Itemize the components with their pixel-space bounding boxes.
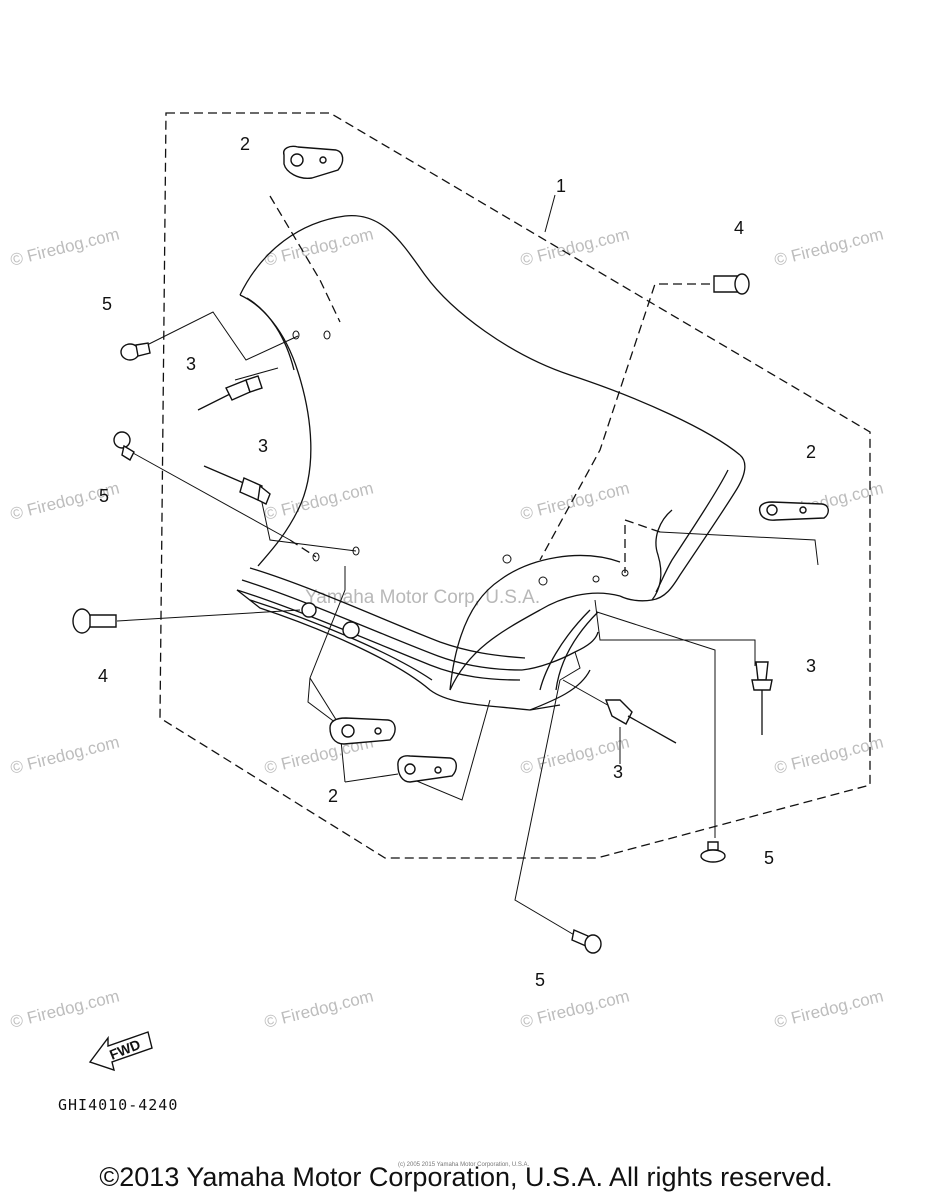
bracket-bottom-right <box>397 755 457 783</box>
fwd-arrow-icon: FWD <box>88 1031 153 1072</box>
leader-lines <box>116 194 819 937</box>
screw-lower-right <box>700 841 726 863</box>
watermark: © Firedog.com <box>8 986 121 1031</box>
callout-5: 5 <box>764 848 774 868</box>
callout-3: 3 <box>186 354 196 374</box>
watermark: © Firedog.com <box>8 224 121 269</box>
rivet-upper-left <box>197 375 263 411</box>
bracket-bottom-left <box>329 717 396 745</box>
watermark: © Firedog.com <box>518 986 631 1031</box>
watermark: © Firedog.com <box>518 224 631 269</box>
rivet-right-vertical <box>751 661 773 735</box>
screw-middle-left <box>113 431 135 462</box>
bracket-right <box>758 501 829 521</box>
watermark: © Firedog.com <box>518 478 631 523</box>
fine-print: (c) 2005 2015 Yamaha Motor Corporation, … <box>398 1162 530 1168</box>
fwd-label: FWD <box>107 1036 143 1063</box>
callout-2: 2 <box>240 134 250 154</box>
callout-2: 2 <box>328 786 338 806</box>
callout-5: 5 <box>99 486 109 506</box>
rivet-lower-right <box>604 699 677 744</box>
callout-4: 4 <box>98 666 108 686</box>
rivet-middle-left <box>203 465 271 505</box>
watermark: © Firedog.com <box>262 478 375 523</box>
watermark: © Firedog.com <box>772 732 885 777</box>
screw-upper-left <box>120 342 151 361</box>
callouts: 1 2 2 2 3 3 3 3 4 4 5 5 5 5 <box>98 134 816 990</box>
callout-5: 5 <box>535 970 545 990</box>
assembly-boundary <box>159 112 871 859</box>
watermark: © Firedog.com <box>262 224 375 269</box>
callout-2: 2 <box>806 442 816 462</box>
watermark: © Firedog.com <box>772 986 885 1031</box>
diagram-code: GHI4010-4240 <box>58 1096 178 1114</box>
callout-3: 3 <box>258 436 268 456</box>
callout-3: 3 <box>613 762 623 782</box>
center-watermark: Yamaha Motor Corp, U.S.A. <box>305 587 540 608</box>
bracket-top <box>283 145 344 179</box>
callout-1: 1 <box>556 176 566 196</box>
windshield <box>236 215 746 711</box>
watermark: © Firedog.com <box>8 732 121 777</box>
screw-right-top <box>713 273 750 295</box>
watermark: © Firedog.com <box>772 224 885 269</box>
screw-left-long <box>72 608 117 634</box>
screw-bottom <box>571 929 602 954</box>
callout-4: 4 <box>734 218 744 238</box>
watermark: © Firedog.com <box>262 986 375 1031</box>
mounting-holes <box>292 330 629 639</box>
copyright: ©2013 Yamaha Motor Corporation, U.S.A. A… <box>99 1162 832 1192</box>
callout-3: 3 <box>806 656 816 676</box>
callout-5: 5 <box>102 294 112 314</box>
